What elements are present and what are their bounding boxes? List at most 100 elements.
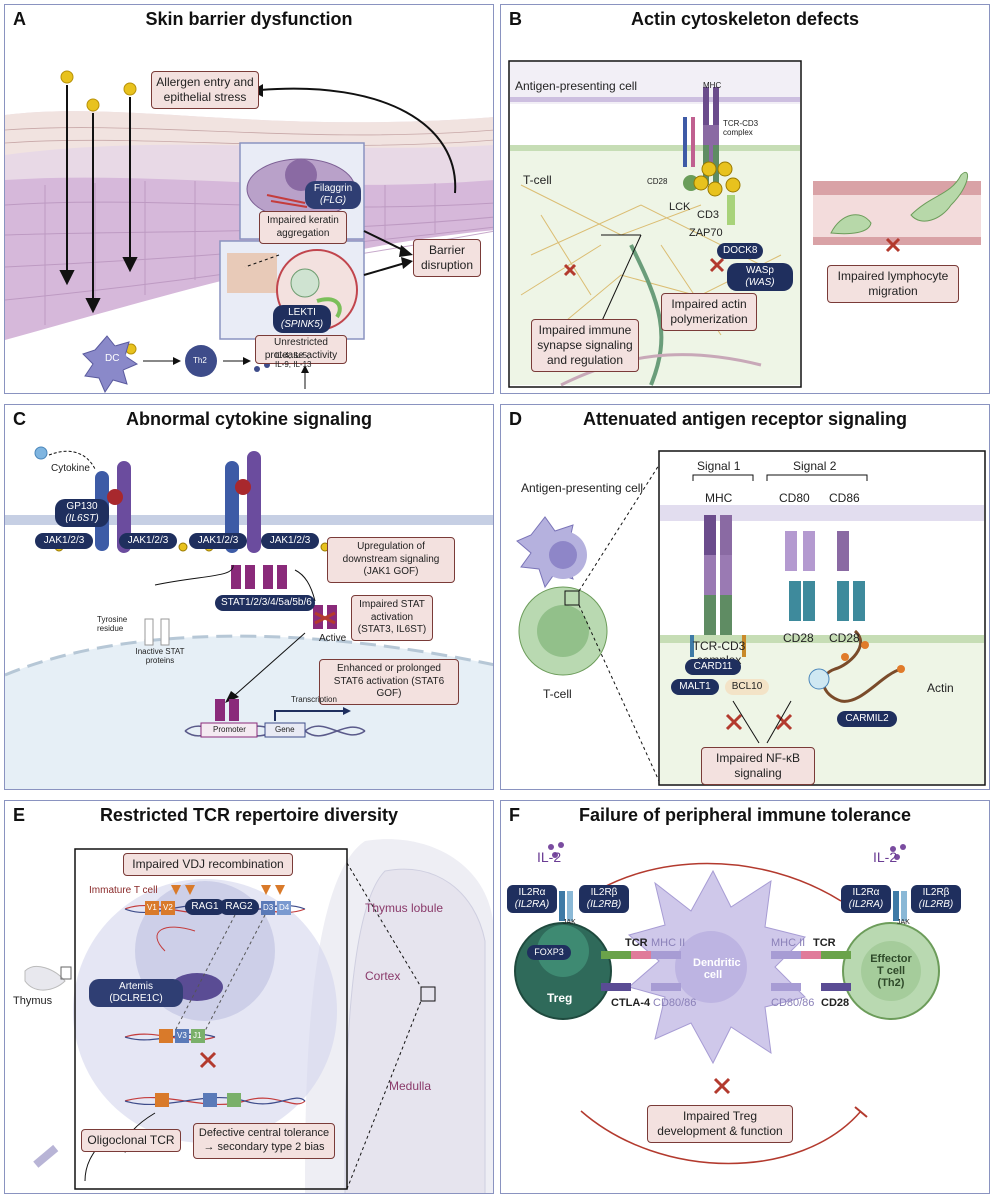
il2rb-right-label: IL2Rβ xyxy=(922,887,950,898)
ctla4-label: CTLA-4 xyxy=(611,997,651,1009)
cd3-label: CD3 xyxy=(697,209,720,221)
lekti-gene: (SPINK5) xyxy=(280,319,324,330)
cytokines-line-1: IL-4, IL-5, xyxy=(275,351,310,360)
signal-1-label: Signal 1 xyxy=(697,459,741,473)
panel-a-title: Skin barrier dysfunction xyxy=(145,9,353,29)
cd86-label: CD86 xyxy=(829,491,860,505)
mhcii-right-label: MHC II xyxy=(771,937,806,949)
tcell-label: T-cell xyxy=(523,173,552,187)
cd28-label: CD28 xyxy=(821,997,850,1009)
actin-polymerization-box: Impaired actin polymerization xyxy=(661,293,757,331)
treg-function-box: Impaired Treg development & function xyxy=(647,1105,793,1143)
panel-c: C Abnormal cytokine signaling Cytokine G… xyxy=(4,404,494,790)
il2-left-label: IL-2 xyxy=(537,849,562,865)
signal-2-label: Signal 2 xyxy=(793,459,837,473)
treg-label: Treg xyxy=(547,991,573,1005)
filaggrin-gene: (FLG) xyxy=(319,195,347,206)
il2ra-left-pill: IL2Rα (IL2RA) xyxy=(507,885,557,913)
impaired-stat-box: Impaired STAT activation (STAT3, IL6ST) xyxy=(351,595,433,641)
actin-label: Actin xyxy=(927,681,954,695)
panel-f-illustration xyxy=(514,842,940,1165)
gp130-label: GP130 xyxy=(66,501,98,512)
panel-c-letter: C xyxy=(13,409,26,429)
panel-b: B Actin cytoskeleton defects Antigen-pre… xyxy=(500,4,990,394)
mhcii-left-label: MHC II xyxy=(651,937,686,949)
upregulation-box: Upregulation of downstream signaling (JA… xyxy=(327,537,455,583)
lekti-label: LEKTI xyxy=(288,307,316,318)
il2-right-label: IL-2 xyxy=(873,849,898,865)
panel-a: A Skin barrier dysfunction Allergen entr… xyxy=(4,4,494,394)
tcr-right-label: TCR xyxy=(813,937,836,949)
lekti-pill: LEKTI (SPINK5) xyxy=(273,305,331,333)
apc-label: Antigen-presenting cell xyxy=(521,481,644,495)
bcl10-pill: BCL10 xyxy=(725,679,769,695)
segment-d3: D3 xyxy=(263,903,274,912)
rag1-pill: RAG1 xyxy=(185,899,225,915)
panel-d-illustration xyxy=(516,450,986,786)
enhanced-stat6-box: Enhanced or prolonged STAT6 activation (… xyxy=(319,659,459,705)
active-label: Active xyxy=(319,633,347,644)
tyrosine-label: Tyrosine residue xyxy=(97,615,128,633)
malt1-pill: MALT1 xyxy=(671,679,719,695)
effector-line-2: T cell xyxy=(876,965,906,977)
il2rb-left-label: IL2Rβ xyxy=(590,887,618,898)
panel-c-title: Abnormal cytokine signaling xyxy=(125,409,373,429)
tcr-left-label: TCR xyxy=(625,937,648,949)
il2rb-right-pill: IL2Rβ (IL2RB) xyxy=(911,885,961,913)
tcr-complex-label: TCR-CD3 complex xyxy=(723,119,759,137)
gp130-pill: GP130 (IL6ST) xyxy=(55,499,109,527)
panel-b-letter: B xyxy=(509,9,522,29)
oligoclonal-tcr-box: Oligoclonal TCR xyxy=(81,1129,181,1152)
jak-label-right: JAK xyxy=(897,919,910,926)
panel-d-title: Attenuated antigen receptor signaling xyxy=(582,409,908,429)
filaggrin-label: Filaggrin xyxy=(313,183,353,194)
segment-d4: D4 xyxy=(279,903,290,912)
jak-pill-4: JAK1/2/3 xyxy=(261,533,319,549)
panel-a-illustration xyxy=(5,70,493,393)
stat-pill: STAT1/2/3/4/5a/5b/6 xyxy=(215,595,315,611)
filaggrin-pill: Filaggrin (FLG) xyxy=(305,181,361,209)
card11-pill: CARD11 xyxy=(685,659,741,675)
thymus-label: Thymus xyxy=(13,995,53,1007)
zap70-label: ZAP70 xyxy=(689,227,723,239)
segment-j1: J1 xyxy=(193,1031,202,1040)
allergen-entry-box: Allergen entry and epithelial stress xyxy=(151,71,259,109)
gene-label: Gene xyxy=(275,725,295,734)
il2ra-right-gene: (IL2RA) xyxy=(848,899,884,910)
il2ra-right-label: IL2Rα xyxy=(852,887,880,898)
wasp-label: WASp xyxy=(746,265,774,276)
immature-tcell-label: Immature T cell xyxy=(89,885,158,896)
cd28-label-a: CD28 xyxy=(783,631,814,645)
panel-f-title: Failure of peripheral immune tolerance xyxy=(578,805,912,825)
synapse-signaling-box: Impaired immune synapse signaling and re… xyxy=(531,319,639,372)
il2rb-left-gene: (IL2RB) xyxy=(586,899,622,910)
dendritic-cell-label: Dendritic cell xyxy=(693,957,741,981)
il2ra-left-label: IL2Rα xyxy=(518,887,546,898)
rag2-pill: RAG2 xyxy=(219,899,259,915)
inactive-stat-label: Inactive STAT proteins xyxy=(135,647,185,665)
panel-b-title: Actin cytoskeleton defects xyxy=(630,9,860,29)
cytokine-label: Cytokine xyxy=(51,463,90,474)
gp130-gene: (IL6ST) xyxy=(65,513,99,524)
effector-line-1: Effector xyxy=(870,953,912,965)
segment-v1: V1 xyxy=(147,903,157,912)
nfkb-signaling-box: Impaired NF-κB signaling xyxy=(701,747,815,785)
apc-label: Antigen-presenting cell xyxy=(515,79,638,93)
wasp-gene: (WAS) xyxy=(745,277,775,288)
barrier-disruption-box: Barrier disruption xyxy=(413,239,481,277)
cortex-label: Cortex xyxy=(365,969,401,983)
dendritic-label-line-1: Dendritic xyxy=(693,957,741,969)
cd80-label: CD80 xyxy=(779,491,810,505)
segment-v3: V3 xyxy=(177,1031,187,1040)
cd8086-left-label: CD80/86 xyxy=(653,997,697,1009)
cytokines-line-2: IL-9, IL-13 xyxy=(275,360,312,369)
tcr-label-line-1: TCR-CD3 xyxy=(692,639,746,653)
tcell-label: T-cell xyxy=(543,687,572,701)
transcription-label: Transcription xyxy=(291,695,337,704)
cd8086-right-label: CD80/86 xyxy=(771,997,815,1009)
il2ra-right-pill: IL2Rα (IL2RA) xyxy=(841,885,891,913)
cytokines-text: IL-4, IL-5, IL-9, IL-13 xyxy=(275,351,311,369)
foxp3-pill: FOXP3 xyxy=(527,945,571,960)
mhc-label: MHC xyxy=(703,81,722,90)
il2rb-left-pill: IL2Rβ (IL2RB) xyxy=(579,885,629,913)
